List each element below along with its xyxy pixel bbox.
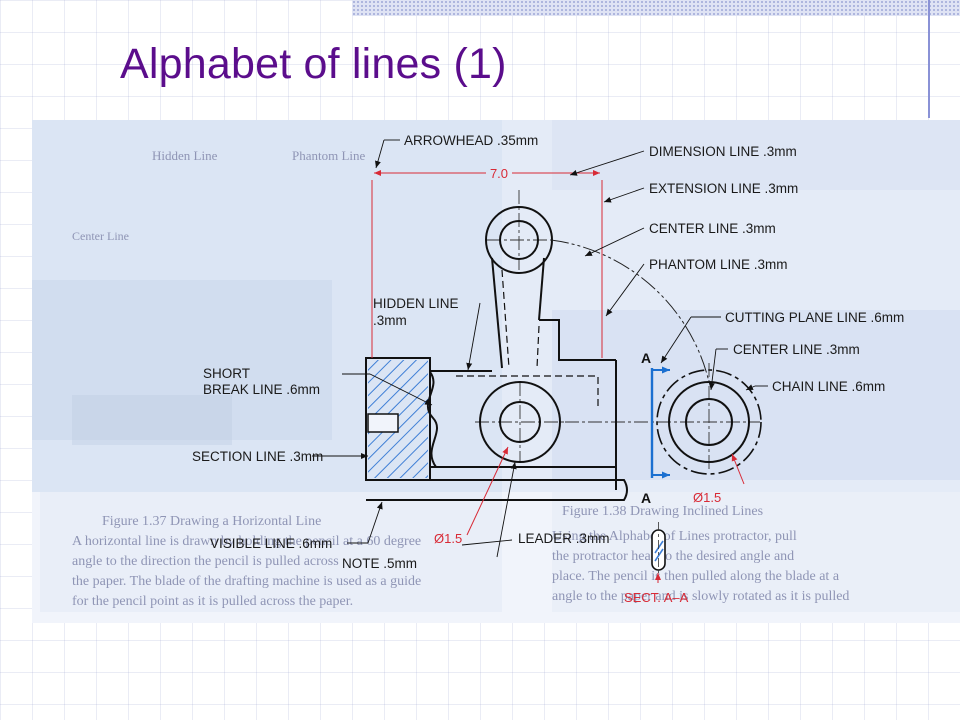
phantom-line [550,239,710,383]
svg-text:the paper. The blade of the dr: the paper. The blade of the drafting mac… [72,574,421,589]
label-diameter-right: Ø1.5 [693,490,721,505]
drawing-svg: Hidden Line Phantom Line Center Line Fig… [32,120,960,623]
label-visible-line: VISIBLE LINE .6mm [210,536,332,551]
label-dimension-line: DIMENSION LINE .3mm [649,144,797,159]
label-cutting-plane-line: CUTTING PLANE LINE .6mm [725,310,904,325]
short-break-line [426,371,439,468]
svg-text:place. The pencil is then pull: place. The pencil is then pulled along t… [552,569,840,584]
labels: ARROWHEAD .35mm DIMENSION LINE .3mm EXTE… [192,133,904,571]
svg-text:the protractor head to the des: the protractor head to the desired angle… [552,549,794,564]
sect-aa-label: SECT. A–A [624,590,689,605]
svg-text:A horizontal line is drawn by: A horizontal line is drawn by holding th… [72,534,421,549]
svg-text:for the pencil point as it is: for the pencil point as it is pulled acr… [72,594,353,609]
label-center-line-top: CENTER LINE .3mm [649,221,776,236]
svg-text:Figure 1.37 Drawing a Horizon: Figure 1.37 Drawing a Horizontal Line [102,514,321,529]
faded-page-background: Hidden Line Phantom Line Center Line Fig… [32,120,960,623]
svg-text:Using the Alphabet of Lines pr: Using the Alphabet of Lines protractor, … [552,529,797,544]
label-arrowhead: ARROWHEAD .35mm [404,133,538,148]
label-center-line-right: CENTER LINE .3mm [733,342,860,357]
svg-text:Center Line: Center Line [72,229,129,243]
vertical-rule [928,0,930,118]
svg-text:Figure 1.38 Drawing Inclined: Figure 1.38 Drawing Inclined Lines [562,504,763,519]
visible-lines [365,206,750,501]
svg-text:angle to the direction the pen: angle to the direction the pencil is pul… [72,554,339,569]
label-hidden-line-2: .3mm [373,313,407,328]
slide-title: Alphabet of lines (1) [120,40,507,88]
leader-lines [312,139,768,558]
section-aa-view [651,522,666,578]
top-decorative-band [352,0,960,16]
label-extension-line: EXTENSION LINE .3mm [649,181,798,196]
svg-text:Phantom Line: Phantom Line [292,148,366,163]
red-leaders [466,446,745,536]
dimension-value: 7.0 [490,166,508,181]
label-phantom-line: PHANTOM LINE .3mm [649,257,788,272]
label-hidden-line-1: HIDDEN LINE [373,296,459,311]
svg-text:Hidden Line: Hidden Line [152,148,218,163]
label-note: NOTE .5mm [342,556,417,571]
section-a-bottom-label: A [641,490,651,506]
hidden-lines [456,269,599,410]
alphabet-of-lines-figure: Hidden Line Phantom Line Center Line Fig… [32,120,960,623]
label-diameter-bottom: Ø1.5 [434,531,462,546]
label-chain-line: CHAIN LINE .6mm [772,379,885,394]
label-short-break-1: SHORT [203,366,250,381]
svg-text:angle to the paper and is slow: angle to the paper and is slowly rotated… [552,589,849,604]
label-short-break-2: BREAK LINE .6mm [203,382,320,397]
section-hatch [367,360,428,478]
section-a-top-label: A [641,350,651,366]
cutting-plane-line [650,366,670,479]
label-leader: LEADER .3mm [518,531,610,546]
chain-line-circle [656,369,762,475]
dimension-7 [371,170,603,358]
label-section-line: SECTION LINE .3mm [192,449,323,464]
